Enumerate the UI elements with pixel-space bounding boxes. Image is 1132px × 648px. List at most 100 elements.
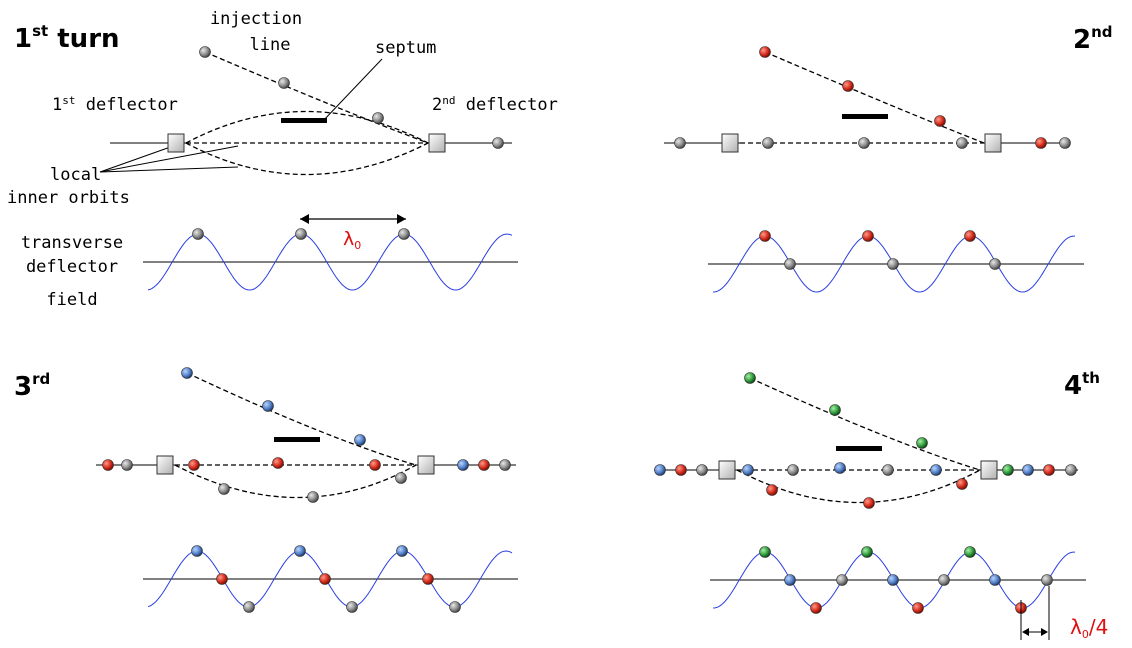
particle — [882, 464, 894, 476]
injection-path — [204, 51, 429, 144]
local-label: local — [50, 165, 101, 185]
particle — [696, 464, 708, 476]
turn-4-title: 4th — [1064, 369, 1100, 401]
particle — [457, 459, 469, 471]
particle — [784, 574, 796, 586]
particle — [294, 545, 306, 557]
particle — [181, 367, 193, 379]
field-label-2: deflector — [26, 257, 118, 277]
particle — [192, 228, 204, 240]
particle — [346, 601, 358, 613]
septum — [274, 437, 320, 442]
particle — [887, 574, 899, 586]
injection-line-label-2: line — [250, 35, 291, 55]
particle — [319, 573, 331, 585]
particle — [675, 464, 687, 476]
particle — [938, 574, 950, 586]
turn-3-title: 3rd — [14, 370, 50, 402]
particle — [834, 462, 846, 474]
particle — [861, 546, 873, 558]
particle — [674, 137, 686, 149]
panel-turn-2: 2nd — [664, 23, 1113, 293]
particle — [307, 491, 319, 503]
particle — [989, 574, 1001, 586]
turn-1-title: 1st turn — [14, 22, 120, 54]
particle — [836, 574, 848, 586]
septum — [281, 118, 327, 123]
deflector-1-label: 1st deflector — [52, 94, 178, 115]
field-label-3: field — [46, 290, 97, 310]
particle — [1043, 464, 1055, 476]
particle — [422, 573, 434, 585]
septum-label: septum — [375, 38, 436, 58]
particle — [216, 573, 228, 585]
particle — [887, 258, 899, 270]
particle — [395, 472, 407, 484]
particle — [218, 483, 230, 495]
particle — [398, 228, 410, 240]
particle — [759, 230, 771, 242]
particle — [243, 601, 255, 613]
particle — [759, 546, 771, 558]
particle — [191, 545, 203, 557]
orbit-pointer-2 — [99, 145, 239, 173]
particle — [1022, 464, 1034, 476]
particle — [916, 437, 928, 449]
particle — [956, 137, 968, 149]
particle — [759, 46, 771, 58]
inner-orbits-label: inner orbits — [7, 188, 130, 208]
particle — [121, 459, 133, 471]
particle — [956, 478, 968, 490]
particle — [654, 464, 666, 476]
particle — [862, 230, 874, 242]
particle — [858, 137, 870, 149]
particle — [199, 46, 211, 58]
particle — [784, 258, 796, 270]
particle — [354, 434, 366, 446]
particle — [744, 372, 756, 384]
particle — [787, 464, 799, 476]
deflector-2-label: 2nd deflector — [432, 94, 558, 115]
panel-turn-1: 1st turn injection line septum 1st defle… — [7, 9, 558, 310]
deflector-1 — [721, 133, 739, 153]
orbit-lower — [185, 142, 429, 176]
deflector-1 — [718, 460, 736, 480]
particle — [278, 77, 290, 89]
particle — [964, 230, 976, 242]
deflector-2 — [428, 133, 446, 153]
deflector-2 — [417, 455, 435, 475]
particle — [272, 457, 284, 469]
particle — [1041, 574, 1053, 586]
particle — [262, 400, 274, 412]
particle — [449, 601, 461, 613]
deflector-2 — [980, 460, 998, 480]
quarter-lambda-label: λ0/4 — [1070, 615, 1108, 641]
turn-2-title: 2nd — [1073, 23, 1113, 55]
particle — [295, 228, 307, 240]
field-label-1: transverse — [21, 233, 123, 253]
panel-turn-4: 4th — [654, 369, 1108, 641]
particle — [492, 137, 504, 149]
particle — [499, 459, 511, 471]
particle — [372, 112, 384, 124]
particle — [829, 404, 841, 416]
deflector-2 — [984, 133, 1002, 153]
particle — [396, 545, 408, 557]
septum-pointer — [321, 58, 383, 123]
lambda-label: λ0 — [343, 228, 361, 252]
orbit-upper — [185, 110, 429, 144]
particle — [912, 602, 924, 614]
orbit-pointer-3 — [99, 166, 239, 173]
injection-line-label-1: injection — [210, 9, 302, 29]
particle — [742, 464, 754, 476]
particle — [1065, 464, 1077, 476]
particle — [762, 137, 774, 149]
particle — [478, 459, 490, 471]
particle — [842, 80, 854, 92]
field-wave — [147, 233, 513, 291]
particle — [989, 258, 1001, 270]
deflector-1 — [167, 133, 185, 153]
septum — [842, 114, 888, 119]
particle — [1002, 464, 1014, 476]
